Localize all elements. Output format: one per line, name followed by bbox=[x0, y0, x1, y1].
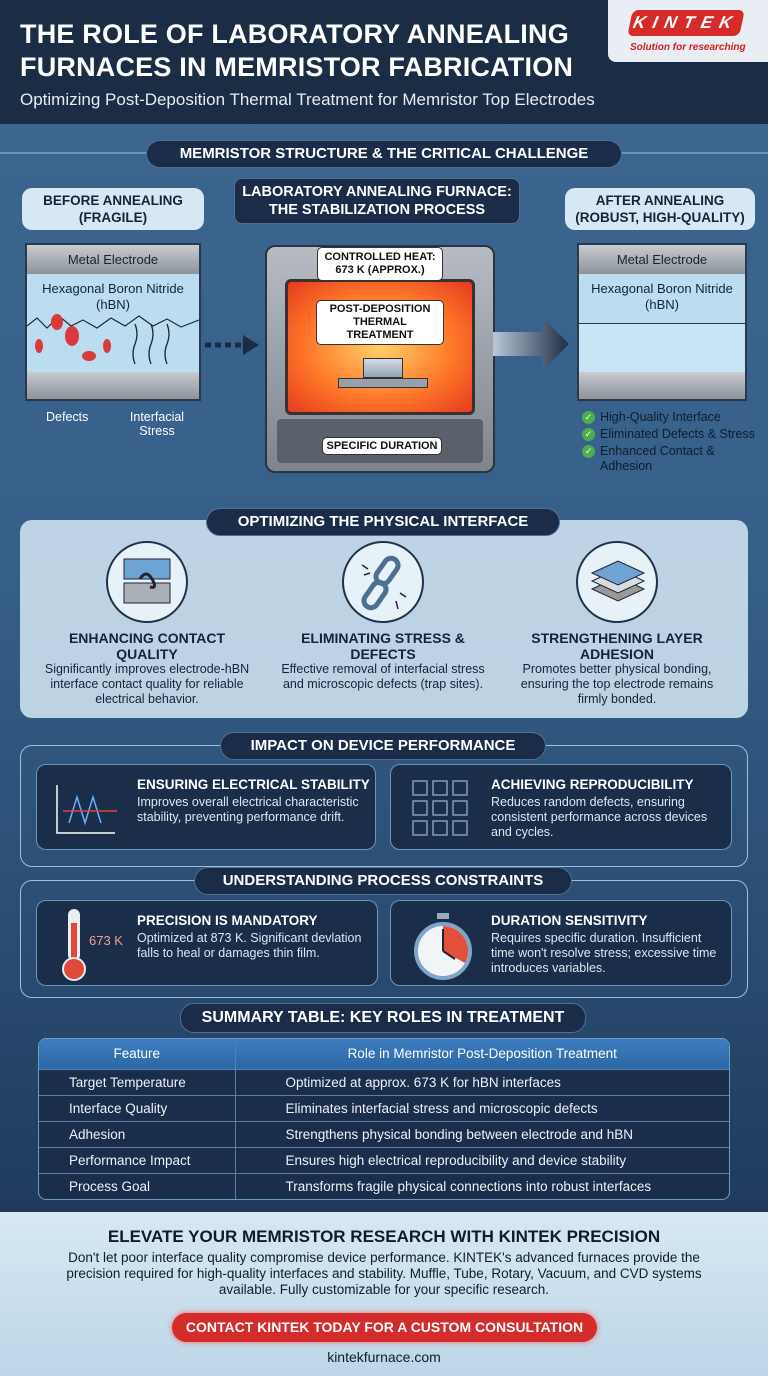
benefit-item: ✓Eliminated Defects & Stress bbox=[582, 427, 762, 442]
check-icon: ✓ bbox=[582, 445, 595, 458]
after-layer-stack: Metal Electrode Hexagonal Boron Nitride … bbox=[577, 243, 747, 401]
defects-illustration bbox=[27, 314, 199, 365]
waveform-chart-icon bbox=[56, 785, 117, 834]
controlled-heat-label: CONTROLLED HEAT:673 K (APPROX.) bbox=[317, 247, 443, 281]
impact-card: ENSURING ELECTRICAL STABILITY Improves o… bbox=[36, 764, 376, 850]
section-heading-constraints: UNDERSTANDING PROCESS CONSTRAINTS bbox=[194, 867, 572, 895]
stopwatch-icon bbox=[414, 913, 472, 980]
page-subtitle: Optimizing Post-Deposition Thermal Treat… bbox=[20, 90, 595, 109]
thermometer-label: 673 K bbox=[89, 933, 123, 948]
footer-title: ELEVATE YOUR MEMRISTOR RESEARCH WITH KIN… bbox=[107, 1227, 661, 1246]
before-annealing-label: BEFORE ANNEALING (FRAGILE) bbox=[22, 188, 204, 230]
constraint-card: DURATION SENSITIVITY Requires specific d… bbox=[390, 900, 732, 986]
duration-label: SPECIFIC DURATION bbox=[322, 437, 442, 455]
broken-chain-icon bbox=[342, 541, 424, 623]
column-header: Feature bbox=[39, 1039, 236, 1069]
column-header: Role in Memristor Post-Deposition Treatm… bbox=[235, 1039, 729, 1069]
section-heading-summary: SUMMARY TABLE: KEY ROLES IN TREATMENT bbox=[180, 1003, 586, 1033]
right-arrow-icon bbox=[493, 318, 569, 370]
section-heading-interface: OPTIMIZING THE PHYSICAL INTERFACE bbox=[206, 508, 560, 536]
impact-card: ACHIEVING REPRODUCIBILITY Reduces random… bbox=[390, 764, 732, 850]
before-layer-stack: Metal Electrode Hexagonal Boron Nitride … bbox=[25, 243, 201, 401]
benefits-list: ✓High-Quality Interface ✓Eliminated Defe… bbox=[582, 410, 762, 476]
section-heading-impact: IMPACT ON DEVICE PERFORMANCE bbox=[220, 732, 546, 760]
device-grid-icon bbox=[412, 780, 468, 836]
footer bbox=[0, 1212, 768, 1376]
stress-label: Interfacial Stress bbox=[129, 410, 185, 438]
contact-button[interactable]: CONTACT KINTEK TODAY FOR A CUSTOM CONSUL… bbox=[172, 1313, 597, 1342]
check-icon: ✓ bbox=[582, 428, 595, 441]
furnace-title: LABORATORY ANNEALING FURNACE:THE STABILI… bbox=[234, 178, 520, 224]
check-icon: ✓ bbox=[582, 411, 595, 424]
thermometer-icon bbox=[62, 909, 86, 981]
constraint-card: 673 K PRECISION IS MANDATORY Optimized a… bbox=[36, 900, 378, 986]
website-link[interactable]: kintekfurnace.com bbox=[327, 1349, 441, 1365]
after-annealing-label: AFTER ANNEALING (ROBUST, HIGH-QUALITY) bbox=[565, 188, 755, 230]
benefit-item: ✓High-Quality Interface bbox=[582, 410, 762, 425]
interlock-icon bbox=[106, 541, 188, 623]
footer-text: Don't let poor interface quality comprom… bbox=[66, 1250, 702, 1297]
layers-icon bbox=[576, 541, 658, 623]
defects-label: Defects bbox=[46, 410, 89, 424]
section-heading-structure: MEMRISTOR STRUCTURE & THE CRITICAL CHALL… bbox=[146, 140, 622, 168]
sample-icon bbox=[363, 358, 403, 378]
benefit-item: ✓Enhanced Contact & Adhesion bbox=[582, 444, 762, 474]
dashed-arrow-icon bbox=[205, 335, 259, 355]
